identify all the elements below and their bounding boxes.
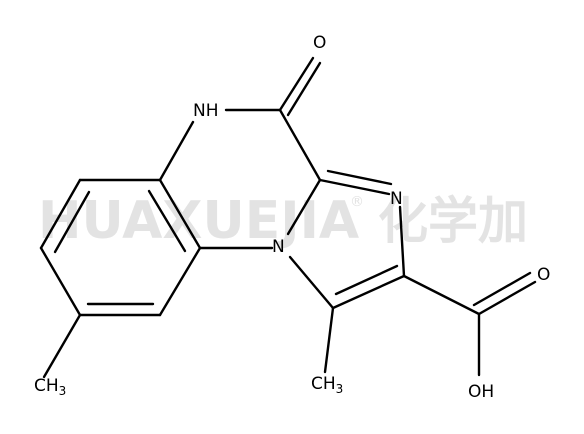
bond-c2-c1-a bbox=[331, 274, 406, 310]
atom-nitrogen-ring: N bbox=[390, 189, 403, 209]
bond-n-c2 bbox=[398, 205, 406, 278]
atom-labels: O NH N N O OH CH3 CH3 bbox=[34, 33, 550, 402]
atom-nitrogen-bridge: N bbox=[272, 237, 285, 257]
bond-c3a-n-a bbox=[318, 178, 391, 196]
methyl-ring-ch: CH bbox=[311, 374, 336, 394]
methyl-aryl-label: CH3 bbox=[34, 376, 66, 398]
bond-nh-benzene bbox=[158, 120, 195, 182]
bond-carboxyl-co-a bbox=[477, 280, 537, 316]
bond-c1-methyl bbox=[323, 306, 335, 374]
atom-hydroxyl: OH bbox=[468, 382, 494, 402]
bond-carboxyl-co-b bbox=[472, 271, 532, 307]
methyl-ring-label: CH3 bbox=[311, 374, 343, 396]
methyl-aryl-ch: CH bbox=[34, 376, 59, 396]
bond-benz-3-inner bbox=[53, 190, 91, 254]
watermark-registered-mark: ® bbox=[350, 194, 364, 210]
bond-c2-carboxyl bbox=[402, 274, 481, 316]
bond-carbonyl-a bbox=[278, 56, 315, 112]
bond-carbonyl-b bbox=[286, 61, 322, 117]
bond-benz-3 bbox=[39, 178, 82, 250]
methyl-ring-subscript: 3 bbox=[336, 382, 344, 396]
bond-carbonyl-c3a bbox=[278, 108, 322, 182]
bond-benz-4 bbox=[39, 246, 82, 317]
atom-oxygen-carbonyl: O bbox=[313, 33, 326, 53]
bonds bbox=[39, 56, 537, 379]
bond-nbridge-c3a bbox=[286, 178, 322, 236]
bond-c2-c1-b bbox=[334, 264, 399, 296]
bond-c3a-n-b bbox=[326, 169, 393, 186]
bond-benz-1-inner bbox=[147, 189, 187, 253]
bond-benz-1 bbox=[158, 178, 202, 250]
bond-benz-6 bbox=[158, 246, 202, 317]
atom-oxygen-acid: O bbox=[537, 265, 550, 285]
watermark-latin: HUAXUEJIA bbox=[38, 191, 359, 251]
methyl-aryl-subscript: 3 bbox=[59, 384, 67, 398]
bond-c1-nbridge bbox=[288, 255, 335, 310]
atom-nh: NH bbox=[193, 101, 219, 121]
bond-aryl-methyl bbox=[42, 313, 82, 379]
